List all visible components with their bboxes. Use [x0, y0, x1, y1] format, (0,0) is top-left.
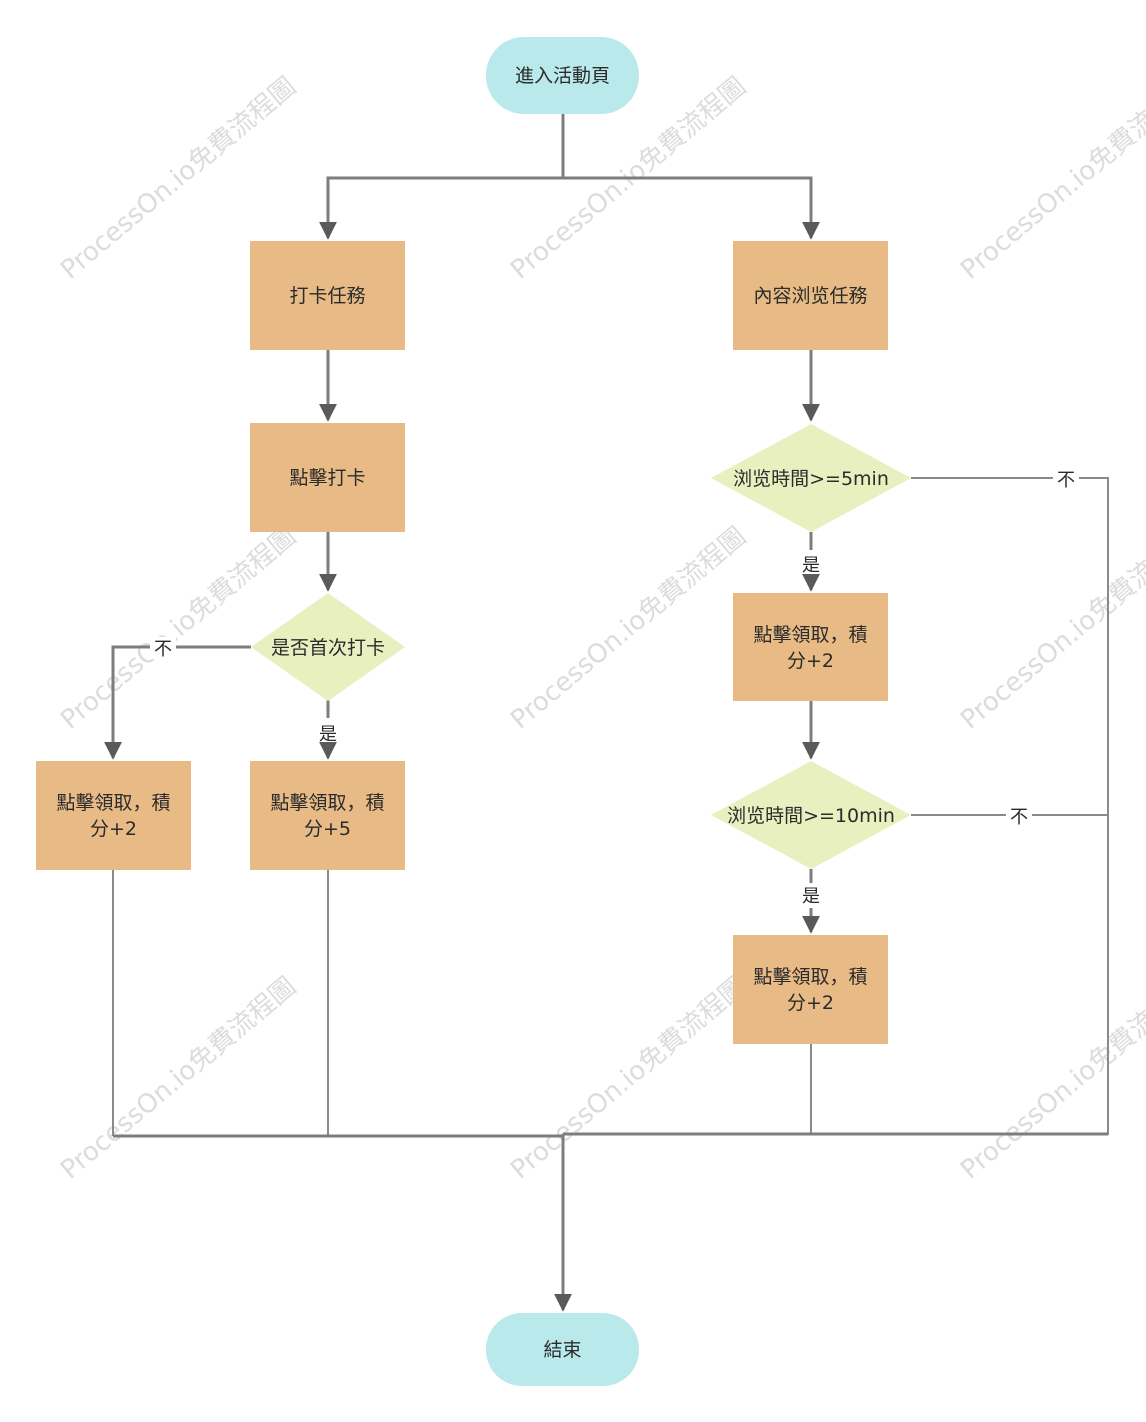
edge-label-10min-yes: 是	[802, 886, 820, 907]
connector-start-left	[319, 176, 563, 240]
watermark-layer: ProcessOn.io免費流程圖 ProcessOn.io免費流程圖 Proc…	[55, 71, 1146, 1185]
connector-first-q-no	[104, 645, 251, 760]
watermark: ProcessOn.io免費流程圖	[505, 521, 752, 735]
node-claim-plus5[interactable]: 點擊領取，積 分+5	[250, 761, 405, 870]
node-checkin-task[interactable]: 打卡任務	[250, 241, 405, 350]
node-claim-plus2-left[interactable]: 點擊領取，積 分+2	[36, 761, 191, 870]
edge-label-first-no: 不	[154, 639, 172, 660]
watermark: ProcessOn.io免費流程圖	[55, 521, 302, 735]
watermark: ProcessOn.io免費流程圖	[955, 971, 1146, 1185]
node-browse-10min-decision-label: 浏览時間>=10min	[727, 805, 895, 827]
node-click-checkin-label: 點擊打卡	[289, 467, 365, 489]
watermark: ProcessOn.io免費流程圖	[955, 521, 1146, 735]
node-claim-plus5-line1: 點擊領取，積	[270, 792, 384, 814]
node-end[interactable]: 結束	[486, 1313, 639, 1386]
connector-5min-no	[911, 477, 1109, 1135]
node-browse-5min-decision-label: 浏览時間>=5min	[733, 468, 889, 490]
node-start-label: 進入活動頁	[515, 65, 610, 87]
node-claim-plus2-bottom-line2: 分+2	[787, 992, 834, 1014]
node-claim-plus2-left-line1: 點擊領取，積	[56, 792, 170, 814]
watermark: ProcessOn.io免費流程圖	[955, 71, 1146, 285]
node-click-checkin[interactable]: 點擊打卡	[250, 423, 405, 532]
node-browse-10min-decision[interactable]: 浏览時間>=10min	[711, 761, 911, 869]
watermark: ProcessOn.io免費流程圖	[55, 971, 302, 1185]
node-claim-plus2-mid-line2: 分+2	[787, 650, 834, 672]
node-first-checkin-decision-label: 是否首次打卡	[271, 637, 385, 659]
node-claim-plus2-mid[interactable]: 點擊領取，積 分+2	[733, 593, 888, 701]
edge-label-10min-no: 不	[1010, 807, 1028, 828]
node-browse-task-label: 內容浏览任務	[753, 285, 867, 307]
node-claim-plus5-line2: 分+5	[304, 818, 351, 840]
edge-labels: 不 是 是 不 是 不	[150, 468, 1079, 907]
node-claim-plus2-left-line2: 分+2	[90, 818, 137, 840]
edge-label-5min-no: 不	[1057, 470, 1075, 491]
edge-label-5min-yes: 是	[802, 555, 820, 576]
watermark: ProcessOn.io免費流程圖	[505, 971, 752, 1185]
node-browse-5min-decision[interactable]: 浏览時間>=5min	[711, 424, 911, 532]
nodes: 進入活動頁 打卡任務 內容浏览任務 點擊打卡 是否首次打卡 點擊領取，積 分+2	[36, 37, 911, 1386]
node-end-label: 結束	[543, 1339, 581, 1361]
node-claim-plus2-bottom-line1: 點擊領取，積	[753, 966, 867, 988]
node-checkin-task-label: 打卡任務	[289, 285, 365, 307]
node-claim-plus2-bottom[interactable]: 點擊領取，積 分+2	[733, 935, 888, 1044]
connectors	[104, 114, 1109, 1312]
node-first-checkin-decision[interactable]: 是否首次打卡	[251, 593, 405, 701]
node-browse-task[interactable]: 內容浏览任務	[733, 241, 888, 350]
edge-label-first-yes: 是	[319, 724, 337, 745]
node-claim-plus2-mid-line1: 點擊領取，積	[753, 624, 867, 646]
node-start[interactable]: 進入活動頁	[486, 37, 639, 114]
connector-start-right	[563, 176, 820, 240]
